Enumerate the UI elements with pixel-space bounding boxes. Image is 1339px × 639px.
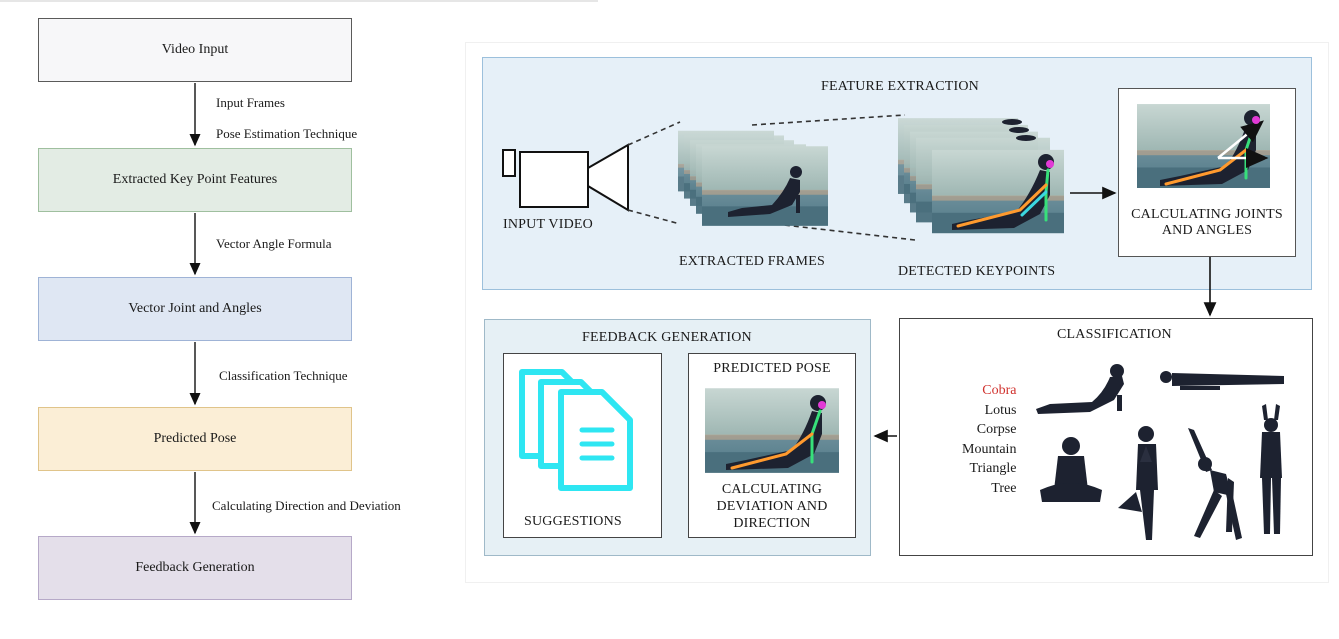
projection-lines [627, 114, 916, 241]
flow-box-feedback-generation: Feedback Generation [38, 536, 352, 600]
mountain-figure [1260, 404, 1282, 534]
pose-item-tree: Tree [991, 480, 1017, 496]
edge-label-vector-angle: Vector Angle Formula [216, 236, 332, 251]
pose-item-cobra: Cobra [982, 383, 1017, 398]
flow-box-label: Predicted Pose [153, 431, 237, 446]
corpse-figure [1160, 371, 1284, 390]
calc-joints-image [1137, 104, 1270, 188]
camera-icon [502, 143, 629, 212]
pose-item-mountain: Mountain [962, 441, 1017, 457]
detected-keypoints-label: DETECTED KEYPOINTS [898, 264, 1056, 279]
flow-box-vector-joints: Vector Joint and Angles [38, 277, 352, 341]
deviation-line-2: DEVIATION AND [716, 499, 828, 514]
extracted-frames-label: EXTRACTED FRAMES [679, 254, 825, 269]
pose-item-corpse: Corpse [976, 422, 1017, 437]
top-divider [0, 0, 598, 2]
feedback-generation-title: FEEDBACK GENERATION [582, 330, 752, 345]
input-video-label: INPUT VIDEO [503, 217, 593, 232]
deviation-label: CALCULATING DEVIATION AND DIRECTION [688, 481, 856, 532]
extracted-frames-stack [678, 130, 828, 226]
classification-title: CLASSIFICATION [1057, 327, 1172, 342]
calc-line-2: AND ANGLES [1161, 223, 1253, 238]
edge-label-pose-estimation: Pose Estimation Technique [216, 126, 358, 141]
deviation-line-3: DIRECTION [733, 516, 811, 531]
flow-box-label: Extracted Key Point Features [112, 172, 278, 187]
flow-box-keypoint-features: Extracted Key Point Features [38, 148, 352, 212]
edge-label-classification: Classification Technique [219, 368, 348, 383]
flow-box-label: Vector Joint and Angles [128, 301, 262, 316]
pose-item-lotus: Lotus [984, 402, 1017, 418]
predicted-pose-image [705, 388, 839, 473]
pose-item-triangle: Triangle [969, 461, 1017, 476]
triangle-figure [1188, 428, 1242, 540]
tree-figure [1118, 426, 1158, 540]
pose-list: Cobra Lotus Corpse Mountain Triangle Tre… [962, 381, 1016, 498]
flow-box-label: Video Input [161, 42, 229, 57]
cobra-figure [1036, 364, 1124, 414]
calc-line-1: CALCULATING JOINTS [1131, 207, 1283, 222]
flow-box-label: Feedback Generation [135, 560, 255, 575]
document-icon [519, 369, 633, 491]
edge-label-direction-deviation: Calculating Direction and Deviation [212, 498, 401, 513]
flow-box-video-input: Video Input [38, 18, 352, 82]
suggestions-label: SUGGESTIONS [524, 514, 622, 529]
deviation-line-1: CALCULATING [721, 482, 823, 497]
pose-figures [1036, 364, 1284, 540]
edge-label-input-frames: Input Frames [216, 95, 285, 110]
lotus-figure [1040, 437, 1102, 502]
flow-box-predicted-pose: Predicted Pose [38, 407, 352, 471]
feature-extraction-title: FEATURE EXTRACTION [821, 79, 979, 94]
detected-keypoints-stack [898, 118, 1064, 234]
classification-box [899, 318, 1313, 556]
calc-joints-label: CALCULATING JOINTS AND ANGLES [1118, 207, 1296, 239]
pipeline-frame [465, 42, 1329, 583]
predicted-pose-label: PREDICTED POSE [713, 361, 831, 376]
